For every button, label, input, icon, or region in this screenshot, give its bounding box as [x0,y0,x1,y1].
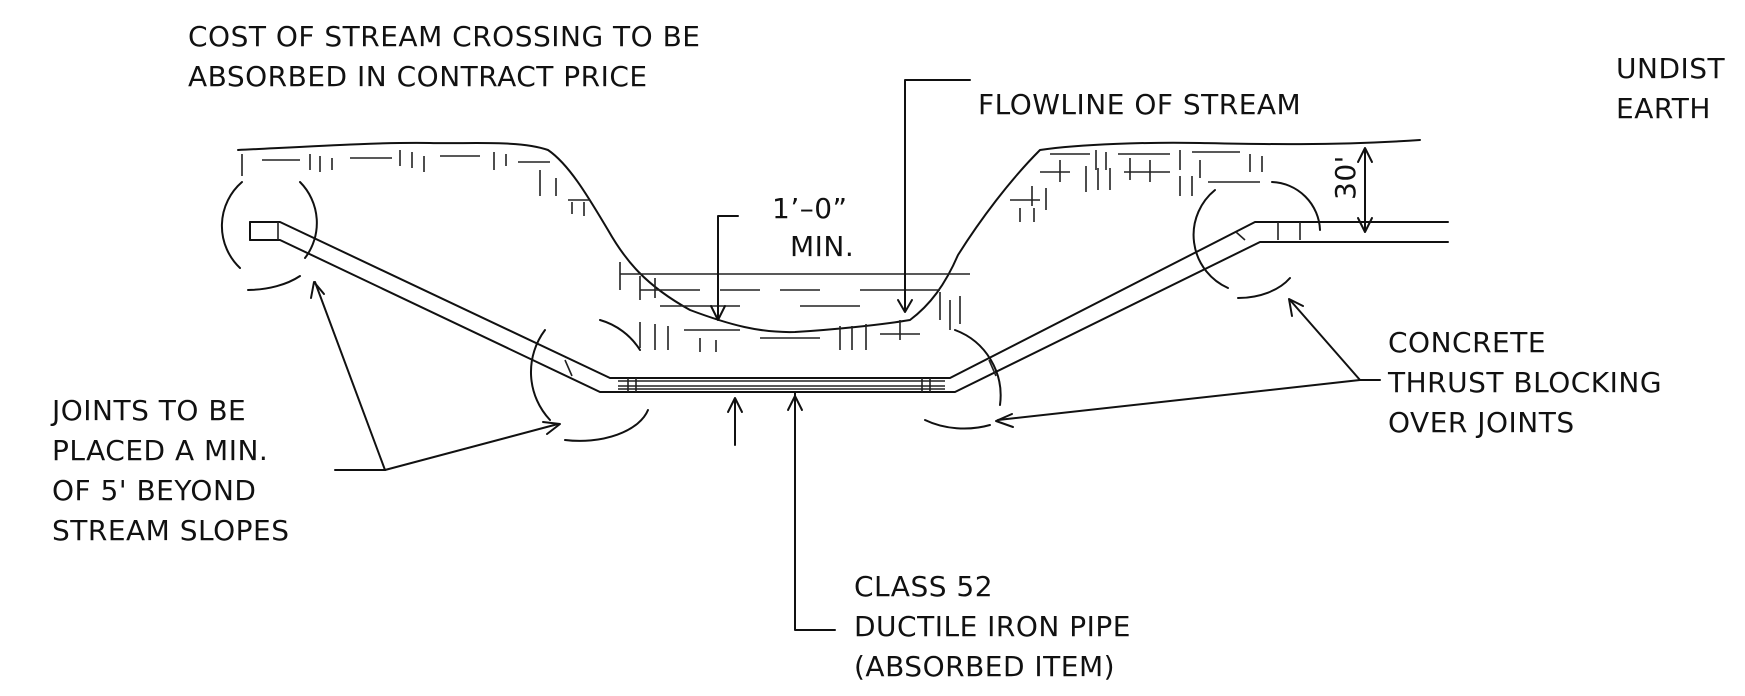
min-cover-line-2: MIN. [790,230,854,263]
joints-line-2: PLACED A MIN. [52,434,268,467]
joints-line-3: OF 5' BEYOND [52,474,256,507]
leader-lines [310,79,1381,631]
joints-line-1: JOINTS TO BE [50,394,246,427]
earth-hatch-right [1010,150,1263,222]
pipe-line-3: (ABSORBED ITEM) [854,650,1115,683]
earth-hatch-left [241,150,590,216]
stream-water [619,262,970,330]
dimension-30-label: 30' [1329,155,1362,200]
stream-bed-hatch [639,320,920,352]
min-cover-label: 1’–0” MIN. [772,192,854,263]
undisturbed-line-2: EARTH [1616,92,1711,125]
min-cover-line-1: 1’–0” [772,192,848,225]
cost-note-line-1: COST OF STREAM CROSSING TO BE [188,20,700,53]
concrete-note: CONCRETE THRUST BLOCKING OVER JOINTS [1387,326,1662,439]
joints-note: JOINTS TO BE PLACED A MIN. OF 5' BEYOND … [50,394,290,547]
concrete-line-3: OVER JOINTS [1388,406,1575,439]
ground-profile [237,139,1421,352]
joints-line-4: STREAM SLOPES [52,514,290,547]
flowline-label: FLOWLINE OF STREAM [978,88,1301,121]
undisturbed-line-1: UNDIST [1616,52,1726,85]
pipe-note: CLASS 52 DUCTILE IRON PIPE (ABSORBED ITE… [854,570,1131,683]
thrust-blocks [220,181,1321,442]
undisturbed-earth-note: UNDIST EARTH [1616,52,1726,125]
ductile-iron-pipe [249,221,1449,393]
pipe-line-1: CLASS 52 [854,570,993,603]
pipe-line-2: DUCTILE IRON PIPE [854,610,1131,643]
concrete-line-2: THRUST BLOCKING [1387,366,1662,399]
cost-note: COST OF STREAM CROSSING TO BE ABSORBED I… [188,20,700,93]
cost-note-line-2: ABSORBED IN CONTRACT PRICE [188,60,648,93]
concrete-line-1: CONCRETE [1388,326,1546,359]
